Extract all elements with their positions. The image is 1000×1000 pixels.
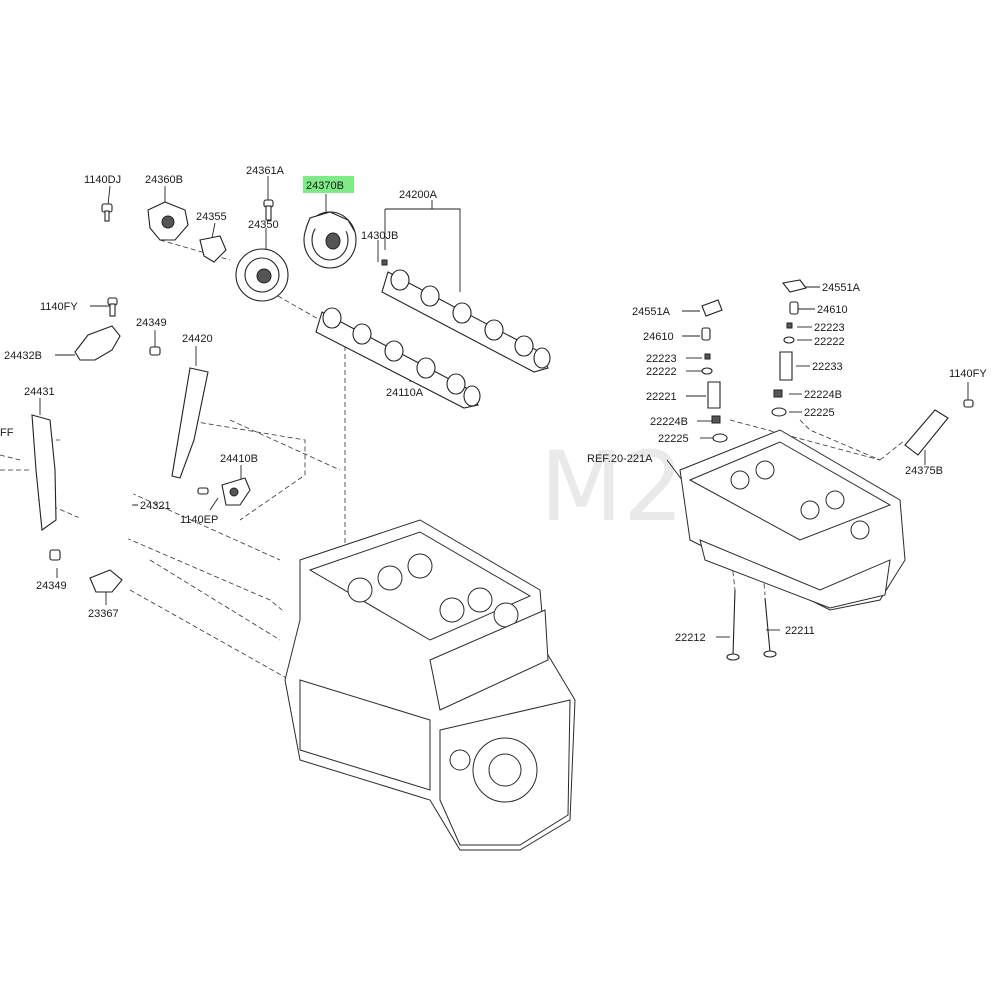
- label-24110a: 24110A: [386, 387, 424, 399]
- tensioner-24410b: [221, 477, 251, 506]
- label-22221: 22221: [646, 391, 677, 403]
- sprocket-24370b: [303, 211, 357, 269]
- bolt-1140dj: [101, 203, 113, 222]
- label-1140fy-right: 1140FY: [949, 368, 987, 380]
- bolt-1140fy-left: [107, 297, 118, 317]
- cylinder-head: [679, 429, 906, 611]
- retainer-22222-left: [701, 367, 713, 375]
- label-22223-left: 22223: [646, 353, 677, 365]
- rocker-24551a-right: [782, 279, 807, 293]
- label-22225-left: 22225: [658, 433, 689, 445]
- label-24200a: 24200A: [399, 189, 438, 201]
- engine-block: [284, 519, 576, 851]
- key-22223-right: [786, 322, 793, 329]
- label-1140dj: 1140DJ: [84, 174, 121, 186]
- highlight-24370b: [303, 176, 354, 193]
- label-24360b: 24360B: [145, 174, 183, 186]
- label-22224b-right: 22224B: [804, 389, 842, 401]
- spring-22233: [779, 351, 793, 381]
- label-24431: 24431: [24, 386, 55, 398]
- watermark: M2: [540, 431, 684, 543]
- key-22223-left: [704, 353, 711, 360]
- label-24349-bottom: 24349: [36, 580, 67, 592]
- pin-1430jb: [381, 259, 388, 266]
- sprocket-24350: [235, 248, 289, 302]
- label-24361a: 24361A: [246, 165, 285, 177]
- label-1140ep: 1140EP: [180, 514, 218, 526]
- label-22223-right: 22223: [814, 322, 845, 334]
- solenoid-24375b: [904, 409, 949, 456]
- pin-24349-bottom: [49, 549, 61, 561]
- label-22211: 22211: [785, 625, 815, 637]
- spring-22221: [707, 381, 721, 409]
- housing-24360b: [147, 201, 189, 241]
- label-24610-right: 24610: [817, 304, 848, 316]
- washer-22225-left: [712, 433, 728, 443]
- bolt-24361a: [263, 199, 274, 221]
- label-22225-right: 22225: [804, 407, 835, 419]
- label-23367: 23367: [88, 608, 119, 620]
- lash-24610-left: [701, 327, 711, 341]
- lash-24610-right: [789, 301, 799, 315]
- label-24349-top: 24349: [136, 317, 167, 329]
- label-24551a-right: 24551A: [822, 282, 861, 294]
- label-24420: 24420: [182, 333, 213, 345]
- label-24355: 24355: [196, 211, 227, 223]
- label-22224b-left: 22224B: [650, 416, 688, 428]
- label-ff: FF: [0, 427, 14, 439]
- seal-22224b-left: [711, 415, 721, 424]
- camshaft-24200a: [381, 269, 551, 373]
- camshaft-24110a: [315, 307, 481, 409]
- label-22222-left: 22222: [646, 366, 677, 378]
- label-24610-left: 24610: [643, 331, 674, 343]
- label-24370b: 24370B: [306, 180, 344, 192]
- label-24321: 24321: [140, 500, 171, 512]
- label-24350: 24350: [248, 219, 279, 231]
- bolt-24355: [199, 235, 227, 263]
- valve-22212: [732, 589, 736, 656]
- label-22212: 22212: [675, 632, 706, 644]
- label-24375b: 24375B: [905, 465, 943, 477]
- retainer-22222-right: [783, 336, 795, 344]
- part-labels: 1140DJ 24360B 24361A 24370B 24200A 24355…: [0, 165, 987, 644]
- bolt-1140ep: [197, 487, 209, 495]
- valve-train-parts: [701, 279, 974, 661]
- label-24410b: 24410B: [220, 453, 258, 465]
- label-1430jb: 1430JB: [361, 230, 398, 242]
- washer-22225-right: [771, 407, 787, 417]
- seal-22224b-right: [773, 389, 783, 398]
- chain-guide-24431: [31, 414, 57, 531]
- rocker-24551a-left: [701, 299, 723, 317]
- label-24432b: 24432B: [4, 350, 42, 362]
- label-22222-right: 22222: [814, 336, 845, 348]
- timing-chain-24321: [68, 367, 147, 571]
- label-24551a-left: 24551A: [632, 306, 671, 318]
- label-ref-20-221a: REF.20-221A: [587, 453, 653, 465]
- tensioner-arm-24420: [171, 367, 209, 479]
- valve-22211: [764, 597, 771, 653]
- label-1140fy-left: 1140FY: [40, 301, 78, 313]
- pin-24349-top: [149, 346, 161, 356]
- label-22233: 22233: [812, 361, 843, 373]
- bracket-24432b: [74, 325, 121, 361]
- bolt-1140fy-right: [963, 399, 974, 408]
- sprocket-23367: [89, 569, 123, 593]
